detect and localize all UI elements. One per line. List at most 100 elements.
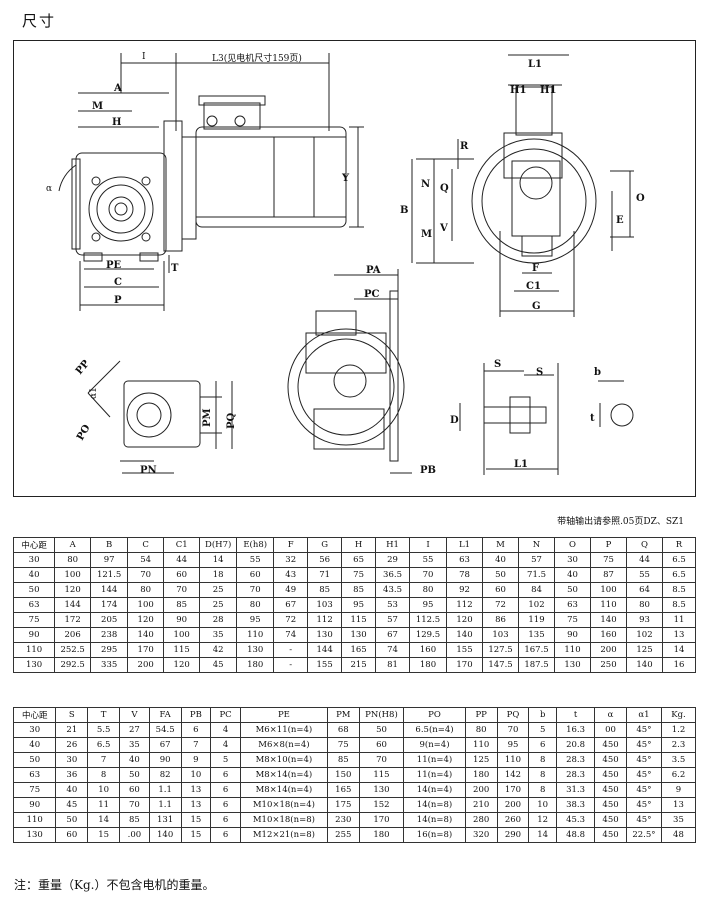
table-cell: 112 <box>307 612 343 628</box>
table-cell: 85 <box>326 752 360 768</box>
table-cell: 45° <box>625 782 662 798</box>
header-cell: PE <box>239 707 328 723</box>
table-cell: 54 <box>127 552 165 568</box>
table-cell: 14 <box>528 827 557 843</box>
table-cell: 55 <box>626 567 664 583</box>
table-cell: 120 <box>163 657 201 673</box>
table-cell: 8 <box>528 782 557 798</box>
table-cell: 115 <box>358 767 405 783</box>
table-cell: 8 <box>528 752 557 768</box>
label-t: T <box>171 263 179 274</box>
label-m-right: M <box>421 229 432 240</box>
label-h: H <box>112 117 121 128</box>
table-cell: 450 <box>594 782 627 798</box>
header-cell: D(H7) <box>199 537 238 553</box>
header-cell: PQ <box>496 707 530 723</box>
table-cell: 35 <box>199 627 238 643</box>
table-cell: 67 <box>148 737 182 753</box>
table-cell: 70 <box>496 722 530 738</box>
table-cell: 28.3 <box>555 767 596 783</box>
table-cell: 135 <box>518 627 556 643</box>
table-cell: 6 <box>210 767 241 783</box>
table-cell: 80 <box>626 597 664 613</box>
table-cell: 140 <box>446 627 484 643</box>
table-cell: 100 <box>127 597 165 613</box>
section-title: 尺寸 <box>22 12 57 30</box>
table-cell: 130 <box>341 627 377 643</box>
table-cell: 140 <box>148 827 182 843</box>
table-cell: 150 <box>326 767 360 783</box>
table-cell: 78 <box>446 567 484 583</box>
table-cell: 450 <box>594 797 627 813</box>
header-cell: C1 <box>163 537 201 553</box>
table-cell: - <box>273 657 309 673</box>
table-cell: 170 <box>127 642 165 658</box>
table-cell: 255 <box>326 827 360 843</box>
table-cell: 13 <box>180 782 212 798</box>
header-cell: S <box>55 707 89 723</box>
table-cell: 6 <box>528 737 557 753</box>
table-cell: 81 <box>375 657 410 673</box>
table-cell: 142 <box>496 767 530 783</box>
table-cell: 152 <box>358 797 405 813</box>
header-cell: Q <box>626 537 664 553</box>
table-cell: 121.5 <box>90 567 129 583</box>
table-cell: 11 <box>87 797 121 813</box>
table-cell: 63 <box>12 767 57 783</box>
table-cell: 450 <box>594 812 627 828</box>
table-cell: 63 <box>446 552 484 568</box>
table-cell: M8×14(n=4) <box>239 782 328 798</box>
table-cell: 70 <box>127 567 165 583</box>
table-cell: 130 <box>358 782 405 798</box>
flange-view-labels: PA PC PB <box>364 265 436 476</box>
table-cell: 112.5 <box>408 612 448 628</box>
table-cell: 238 <box>90 627 129 643</box>
table-cell: 144 <box>307 642 343 658</box>
table-cell: 44 <box>163 552 201 568</box>
table-cell: 112 <box>446 597 484 613</box>
table-cell: 42 <box>199 642 238 658</box>
shaft-detail <box>459 363 634 475</box>
table-cell: M12×21(n=8) <box>239 827 328 843</box>
table-cell: 45° <box>625 812 662 828</box>
table-cell: 110 <box>236 627 275 643</box>
header-cell: O <box>554 537 592 553</box>
table-cell: 64 <box>626 582 664 598</box>
table-cell: 90 <box>12 627 56 643</box>
table-cell: 129.5 <box>408 627 448 643</box>
table-cell: 55 <box>236 552 275 568</box>
table-cell: 110 <box>12 812 57 828</box>
table-cell: 175 <box>326 797 360 813</box>
table-cell: 8 <box>528 767 557 783</box>
table-cell: 22.5° <box>625 827 662 843</box>
table-cell: 57 <box>518 552 556 568</box>
table-cell: 100 <box>163 627 201 643</box>
header-cell: t <box>555 707 596 723</box>
table-cell: 36 <box>55 767 89 783</box>
table-cell: 74 <box>375 642 410 658</box>
header-cell: T <box>87 707 121 723</box>
table-cell: 110 <box>554 642 592 658</box>
table-cell: 205 <box>90 612 129 628</box>
header-cell: 中心距 <box>12 707 57 723</box>
table-cell: 50 <box>12 752 57 768</box>
table-cell: 40 <box>119 752 150 768</box>
table-cell: 26 <box>55 737 89 753</box>
header-cell: PB <box>180 707 212 723</box>
table-cell: 9 <box>180 752 212 768</box>
header-cell: PM <box>326 707 360 723</box>
table-cell: 144 <box>90 582 129 598</box>
header-cell: PO <box>403 707 466 723</box>
table-cell: 110 <box>496 752 530 768</box>
table-cell: 170 <box>446 657 484 673</box>
table-cell: 120 <box>446 612 484 628</box>
header-cell: H <box>341 537 377 553</box>
label-a: A <box>113 83 122 94</box>
table-cell: 87 <box>590 567 628 583</box>
table-cell: 30 <box>554 552 592 568</box>
header-cell: α <box>594 707 627 723</box>
header-cell: b <box>528 707 557 723</box>
